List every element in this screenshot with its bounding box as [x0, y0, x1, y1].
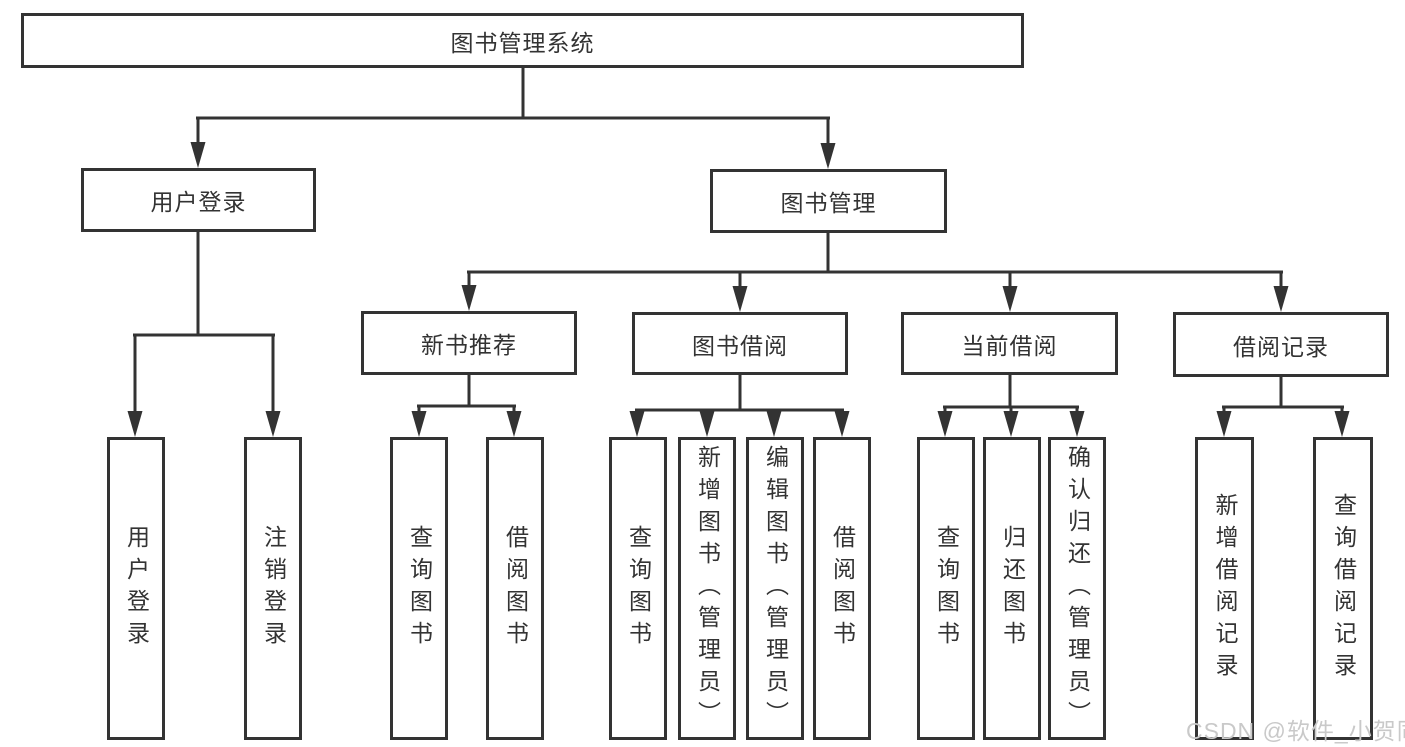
- node-user-login: 用户登录: [81, 168, 316, 232]
- leaf-return-books: 归还图书: [983, 437, 1041, 740]
- node-new-book-recommend: 新书推荐: [361, 311, 577, 375]
- leaf-user-login: 用户登录: [107, 437, 165, 740]
- leaf-edit-books-admin: 编辑图书（管理员）: [746, 437, 804, 740]
- leaf-logout-login: 注销登录: [244, 437, 302, 740]
- node-current-borrowing: 当前借阅: [901, 312, 1118, 375]
- leaf-borrow-books-borrowing: 借阅图书: [813, 437, 871, 740]
- leaf-add-borrow-record: 新增借阅记录: [1195, 437, 1254, 740]
- leaf-confirm-return-admin: 确认归还（管理员）: [1048, 437, 1106, 740]
- node-borrowing-records: 借阅记录: [1173, 312, 1389, 377]
- node-book-management: 图书管理: [710, 169, 947, 233]
- node-library-system: 图书管理系统: [21, 13, 1024, 68]
- leaf-query-borrow-record: 查询借阅记录: [1313, 437, 1373, 740]
- csdn-watermark: CSDN @软件_小贺同学: [1186, 718, 1405, 744]
- leaf-query-books-recommend: 查询图书: [390, 437, 448, 740]
- leaf-query-books-borrowing: 查询图书: [609, 437, 667, 740]
- leaf-add-books-admin: 新增图书（管理员）: [678, 437, 736, 740]
- node-book-borrowing: 图书借阅: [632, 312, 848, 375]
- leaf-query-books-current: 查询图书: [917, 437, 975, 740]
- leaf-borrow-books-recommend: 借阅图书: [486, 437, 544, 740]
